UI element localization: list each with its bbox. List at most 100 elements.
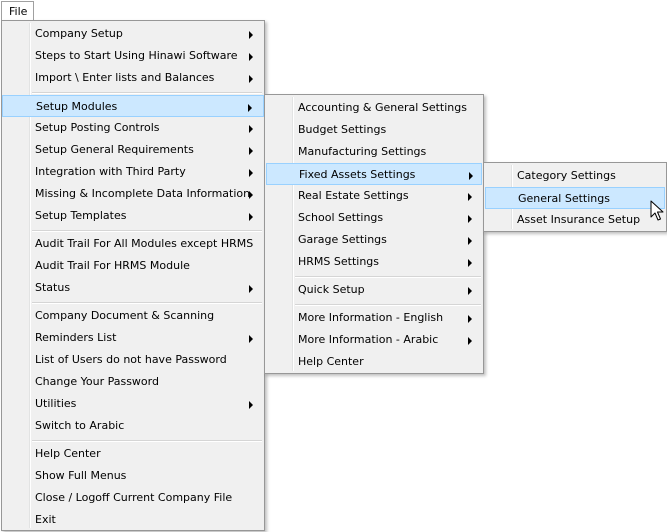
menu-item-label: General Settings bbox=[518, 192, 610, 205]
menu-item-users-no-password[interactable]: List of Users do not have Password bbox=[4, 349, 262, 371]
chevron-right-icon bbox=[468, 337, 472, 345]
menu-item-label: Help Center bbox=[298, 355, 364, 368]
menu-item-label: Manufacturing Settings bbox=[298, 145, 427, 158]
menu-separator bbox=[32, 302, 262, 304]
menu-item-label: Switch to Arabic bbox=[35, 419, 125, 432]
menu-item-label: Real Estate Settings bbox=[298, 189, 409, 202]
menu-item-label: Setup General Requirements bbox=[35, 143, 194, 156]
menu-item-setup-modules[interactable]: Setup Modules bbox=[2, 95, 264, 117]
menu-item-steps-to-start[interactable]: Steps to Start Using Hinawi Software bbox=[4, 45, 262, 67]
menu-item-category-settings[interactable]: Category Settings bbox=[486, 165, 664, 187]
file-menu-label: File bbox=[9, 5, 28, 18]
mouse-pointer-icon bbox=[650, 200, 664, 221]
chevron-right-icon bbox=[469, 172, 473, 180]
chevron-right-icon bbox=[468, 237, 472, 245]
chevron-right-icon bbox=[249, 213, 253, 221]
menu-item-label: School Settings bbox=[298, 211, 384, 224]
fixed-assets-submenu: Category Settings General Settings Asset… bbox=[483, 162, 667, 232]
menu-item-integration-third-party[interactable]: Integration with Third Party bbox=[4, 161, 262, 183]
menu-item-label: Company Document & Scanning bbox=[35, 309, 215, 322]
menu-item-garage-settings[interactable]: Garage Settings bbox=[267, 229, 481, 251]
menu-item-import-lists[interactable]: Import \ Enter lists and Balances bbox=[4, 67, 262, 89]
chevron-right-icon bbox=[249, 31, 253, 39]
menu-item-accounting-settings[interactable]: Accounting & General Settings bbox=[267, 97, 481, 119]
chevron-right-icon bbox=[468, 259, 472, 267]
chevron-right-icon bbox=[249, 169, 253, 177]
chevron-right-icon bbox=[249, 401, 253, 409]
chevron-right-icon bbox=[468, 287, 472, 295]
menu-separator bbox=[295, 276, 481, 278]
chevron-right-icon bbox=[249, 335, 253, 343]
menu-item-label: HRMS Settings bbox=[298, 255, 380, 268]
menu-item-company-setup[interactable]: Company Setup bbox=[4, 23, 262, 45]
chevron-right-icon bbox=[468, 215, 472, 223]
menu-item-show-full-menus[interactable]: Show Full Menus bbox=[4, 465, 262, 487]
menu-item-label: Category Settings bbox=[517, 169, 616, 182]
chevron-right-icon bbox=[248, 104, 252, 112]
file-menu: Company Setup Steps to Start Using Hinaw… bbox=[1, 20, 265, 531]
menu-item-label: Utilities bbox=[35, 397, 77, 410]
setup-modules-submenu: Accounting & General Settings Budget Set… bbox=[264, 94, 484, 374]
menu-item-label: Accounting & General Settings bbox=[298, 101, 467, 114]
menu-item-label: Setup Posting Controls bbox=[35, 121, 160, 134]
chevron-right-icon bbox=[249, 75, 253, 83]
menu-item-status[interactable]: Status bbox=[4, 277, 262, 299]
chevron-right-icon bbox=[468, 193, 472, 201]
chevron-right-icon bbox=[249, 125, 253, 133]
menu-item-label: Import \ Enter lists and Balances bbox=[35, 71, 215, 84]
menu-item-change-password[interactable]: Change Your Password bbox=[4, 371, 262, 393]
menu-item-quick-setup[interactable]: Quick Setup bbox=[267, 279, 481, 301]
menu-item-school-settings[interactable]: School Settings bbox=[267, 207, 481, 229]
menu-item-label: Help Center bbox=[35, 447, 101, 460]
chevron-right-icon bbox=[249, 191, 253, 199]
menu-separator bbox=[295, 304, 481, 306]
chevron-right-icon bbox=[249, 147, 253, 155]
menu-item-missing-data[interactable]: Missing & Incomplete Data Information bbox=[4, 183, 262, 205]
menu-item-hrms-settings[interactable]: HRMS Settings bbox=[267, 251, 481, 273]
chevron-right-icon bbox=[249, 285, 253, 293]
chevron-right-icon bbox=[468, 315, 472, 323]
menu-item-fixed-assets-settings[interactable]: Fixed Assets Settings bbox=[266, 163, 482, 185]
menu-item-more-info-english[interactable]: More Information - English bbox=[267, 307, 481, 329]
menu-item-exit[interactable]: Exit bbox=[4, 509, 262, 531]
menu-item-setup-general-requirements[interactable]: Setup General Requirements bbox=[4, 139, 262, 161]
menu-item-switch-arabic[interactable]: Switch to Arabic bbox=[4, 415, 262, 437]
menu-item-audit-trail-all[interactable]: Audit Trail For All Modules except HRMS bbox=[4, 233, 262, 255]
menu-item-budget-settings[interactable]: Budget Settings bbox=[267, 119, 481, 141]
menu-item-general-settings[interactable]: General Settings bbox=[485, 187, 665, 209]
menu-separator bbox=[32, 230, 262, 232]
menu-item-label: Missing & Incomplete Data Information bbox=[35, 187, 251, 200]
file-menu-tab[interactable]: File bbox=[1, 1, 34, 21]
menu-item-real-estate-settings[interactable]: Real Estate Settings bbox=[267, 185, 481, 207]
menu-separator bbox=[32, 92, 262, 94]
menu-item-audit-trail-hrms[interactable]: Audit Trail For HRMS Module bbox=[4, 255, 262, 277]
menu-item-label: More Information - Arabic bbox=[298, 333, 439, 346]
menu-separator bbox=[32, 440, 262, 442]
menu-item-label: Fixed Assets Settings bbox=[299, 168, 416, 181]
menu-item-label: Setup Modules bbox=[36, 100, 118, 113]
menu-item-label: Steps to Start Using Hinawi Software bbox=[35, 49, 238, 62]
menu-bar: File bbox=[0, 0, 667, 21]
menu-item-label: Company Setup bbox=[35, 27, 123, 40]
menu-item-label: Audit Trail For HRMS Module bbox=[35, 259, 190, 272]
menu-item-label: More Information - English bbox=[298, 311, 444, 324]
menu-item-label: Exit bbox=[35, 513, 56, 526]
menu-item-setup-templates[interactable]: Setup Templates bbox=[4, 205, 262, 227]
menu-item-label: Status bbox=[35, 281, 71, 294]
menu-item-manufacturing-settings[interactable]: Manufacturing Settings bbox=[267, 141, 481, 163]
menu-item-help-center-sub[interactable]: Help Center bbox=[267, 351, 481, 373]
menu-item-help-center[interactable]: Help Center bbox=[4, 443, 262, 465]
menu-item-asset-insurance-setup[interactable]: Asset Insurance Setup bbox=[486, 209, 664, 231]
menu-item-label: Quick Setup bbox=[298, 283, 365, 296]
menu-item-close-logoff[interactable]: Close / Logoff Current Company File bbox=[4, 487, 262, 509]
menu-item-label: Audit Trail For All Modules except HRMS bbox=[35, 237, 254, 250]
menu-item-company-document[interactable]: Company Document & Scanning bbox=[4, 305, 262, 327]
menu-item-label: Integration with Third Party bbox=[35, 165, 186, 178]
menu-item-setup-posting-controls[interactable]: Setup Posting Controls bbox=[4, 117, 262, 139]
menu-item-label: Change Your Password bbox=[35, 375, 159, 388]
menu-item-reminders-list[interactable]: Reminders List bbox=[4, 327, 262, 349]
menu-item-utilities[interactable]: Utilities bbox=[4, 393, 262, 415]
chevron-right-icon bbox=[249, 53, 253, 61]
menu-item-label: List of Users do not have Password bbox=[35, 353, 227, 366]
menu-item-more-info-arabic[interactable]: More Information - Arabic bbox=[267, 329, 481, 351]
